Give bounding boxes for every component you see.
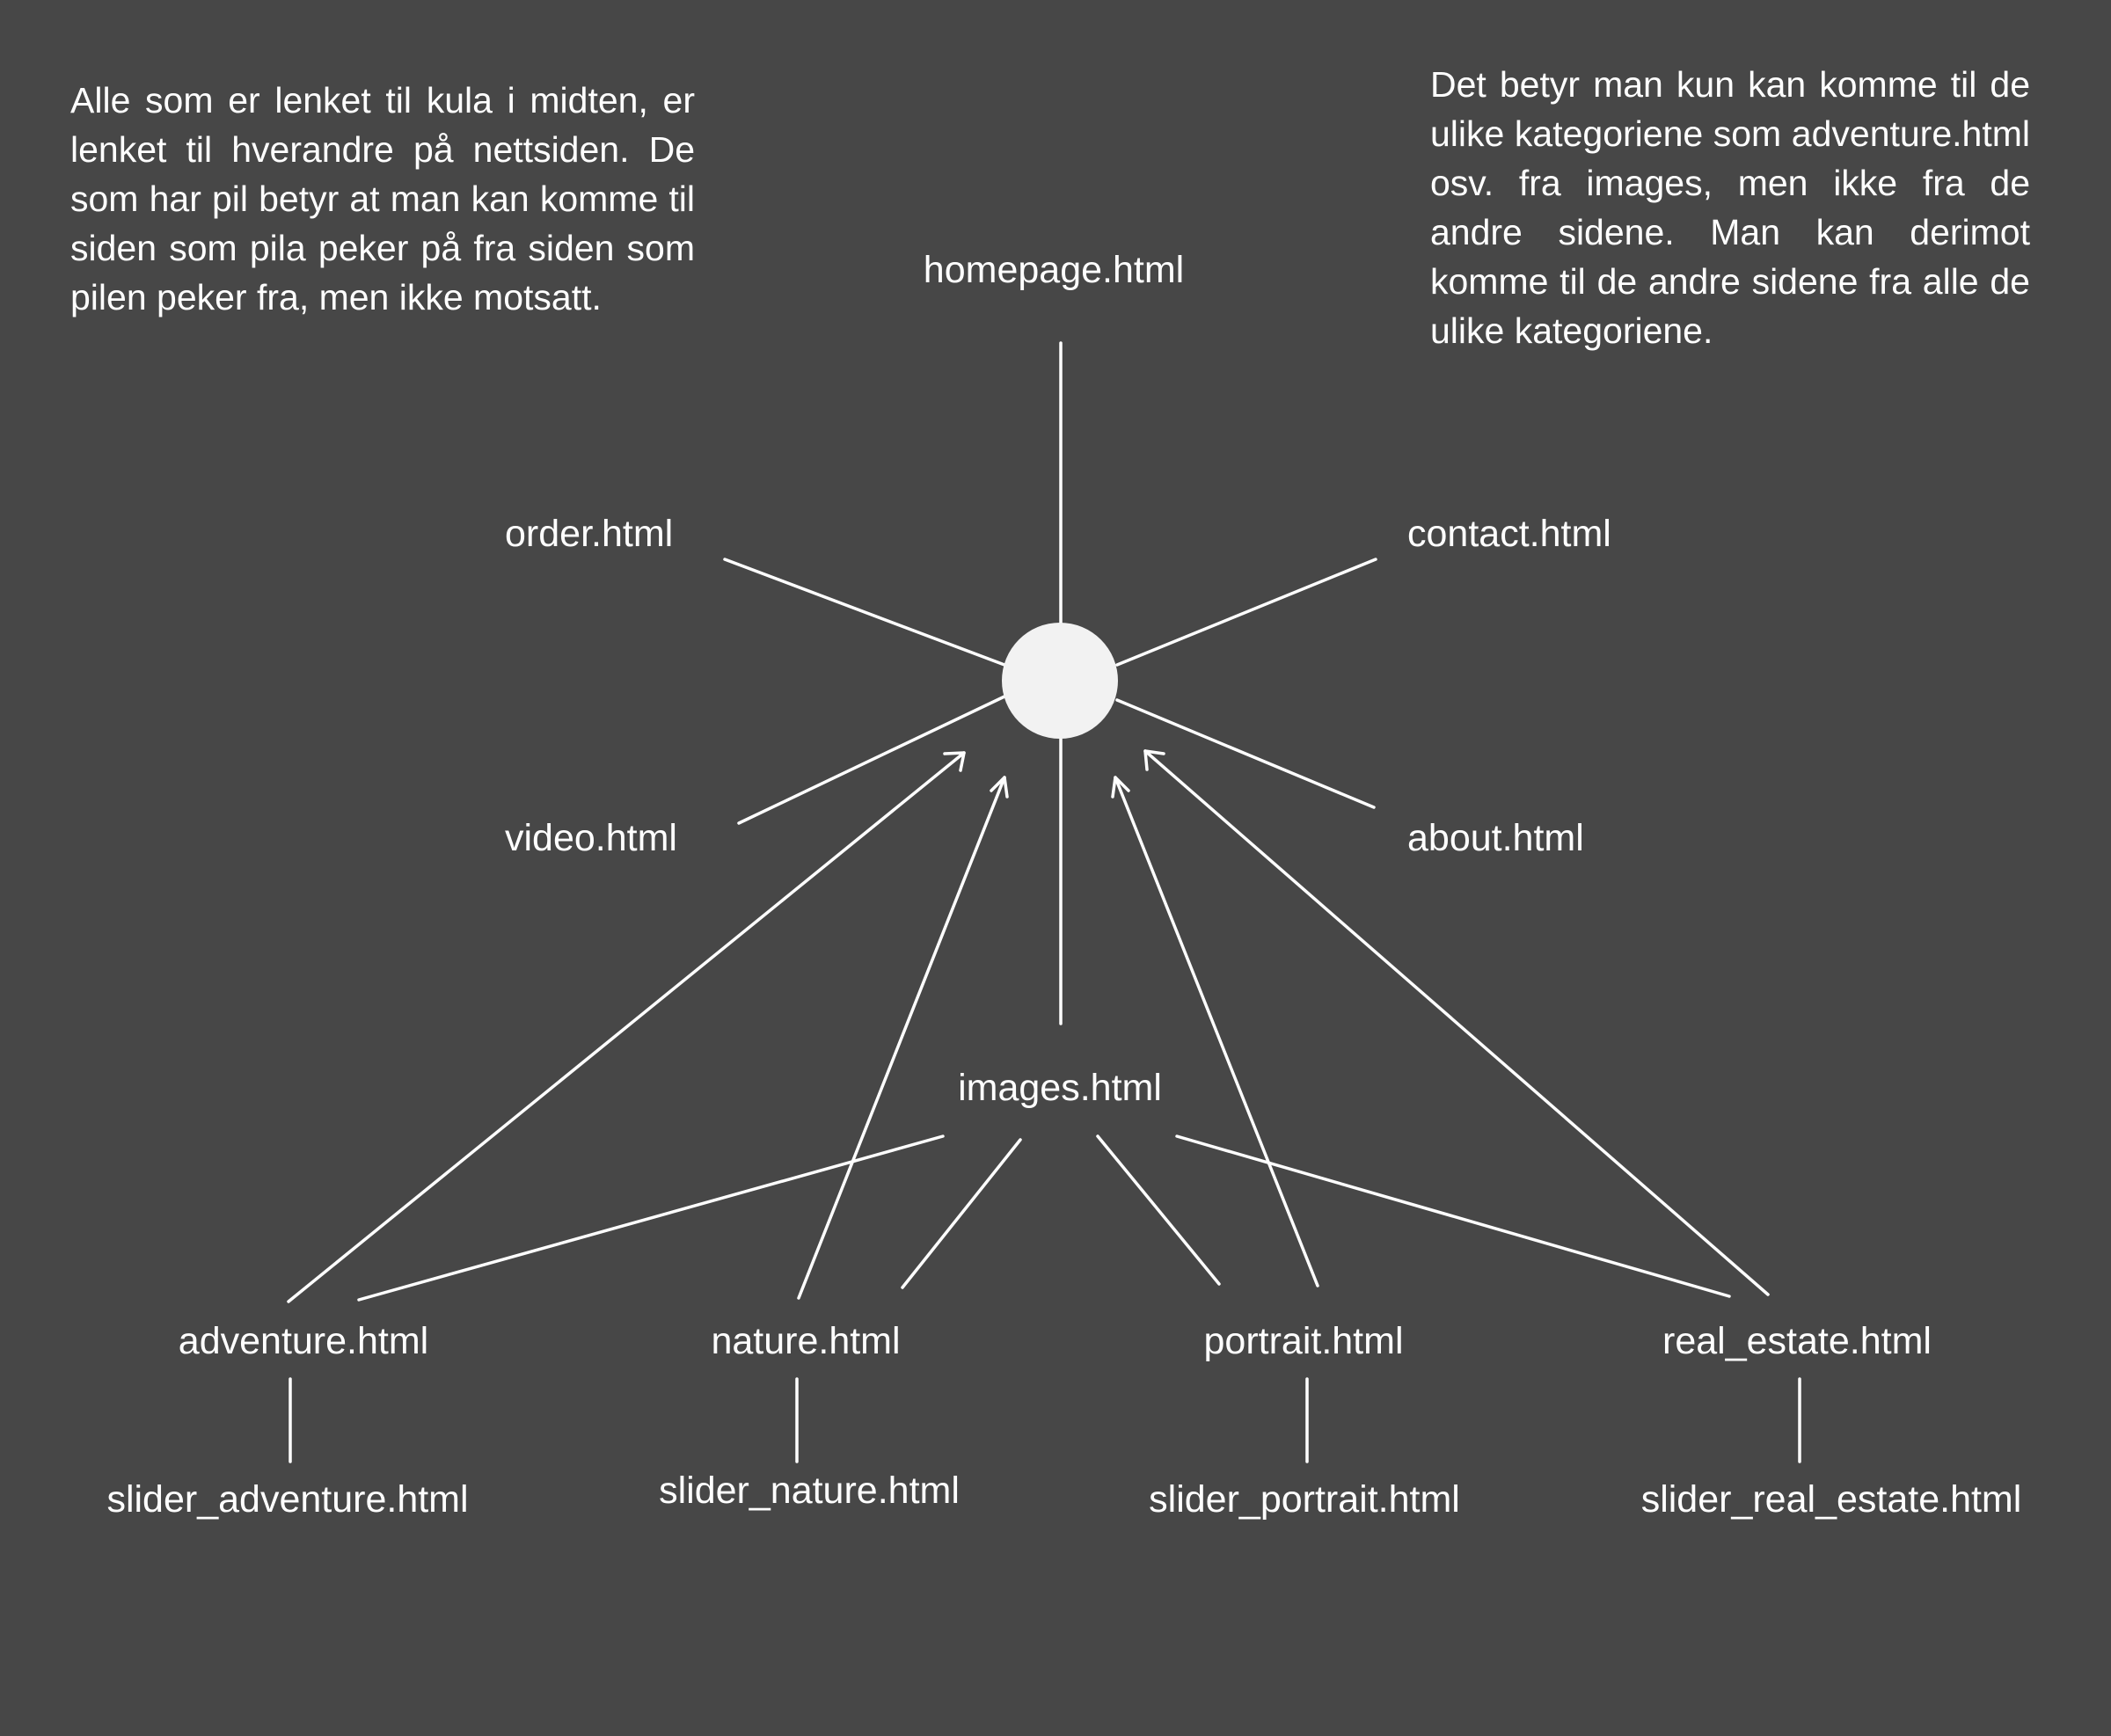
node-slider-adventure: slider_adventure.html: [106, 1478, 469, 1521]
node-portrait: portrait.html: [1203, 1320, 1404, 1362]
edge-hub-contact: [1115, 558, 1377, 667]
node-contact: contact.html: [1407, 513, 1611, 555]
node-images: images.html: [958, 1067, 1162, 1109]
edge-hub-about: [1115, 698, 1376, 809]
node-homepage: homepage.html: [923, 249, 1185, 291]
edge-images-real-estate: [1175, 1134, 1731, 1298]
arrowhead-portrait-hub: [1111, 776, 1130, 799]
arrowhead-real-estate-hub: [1143, 749, 1165, 771]
edge-images-adventure: [357, 1134, 945, 1302]
node-nature: nature.html: [711, 1320, 901, 1362]
node-order: order.html: [505, 513, 674, 555]
edge-images-portrait: [1096, 1134, 1221, 1286]
arrow-adventure-hub: [287, 751, 966, 1303]
node-slider-nature: slider_nature.html: [659, 1470, 960, 1512]
node-slider-real-estate: slider_real_estate.html: [1640, 1478, 2022, 1521]
node-about: about.html: [1407, 817, 1584, 859]
arrow-nature-hub: [797, 776, 1006, 1300]
arrowhead-adventure-hub: [943, 751, 966, 772]
arrowhead-nature-hub: [990, 776, 1009, 799]
edge-hub-video: [737, 695, 1006, 825]
arrow-real-estate-hub: [1143, 749, 1770, 1296]
arrow-portrait-hub: [1114, 776, 1319, 1287]
edge-hub-order: [723, 558, 1006, 667]
hub-node: [1002, 623, 1118, 739]
node-real-estate: real_estate.html: [1662, 1320, 1932, 1362]
node-video: video.html: [505, 817, 677, 859]
note-right: Det betyr man kun kan komme til de ulike…: [1430, 64, 2030, 351]
node-slider-portrait: slider_portrait.html: [1149, 1478, 1460, 1521]
node-adventure: adventure.html: [178, 1320, 429, 1362]
edge-images-nature: [901, 1138, 1022, 1289]
note-left: Alle som er lenket til kula i midten, er…: [70, 80, 695, 317]
